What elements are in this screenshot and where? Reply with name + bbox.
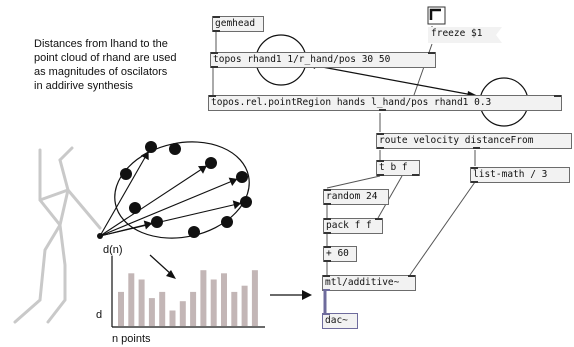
pointregion-object[interactable]: topos.rel.pointRegion hands l_hand/pos r… [208,95,562,111]
gemhead-object[interactable]: gemhead [212,16,264,32]
ray-arrowhead-icon [197,165,207,174]
topos-object-label: topos rhand1 1/r_hand/pos 30 50 [213,54,391,65]
distance-ray [99,146,152,237]
tbf-object-label: t b f [379,162,408,173]
caption-line-4: in addirive synthesis [34,80,134,92]
distance-bar [128,273,135,326]
freeze-message[interactable]: freeze $1 [428,27,502,43]
distance-bar [179,301,186,326]
chart-x-label: n points [112,333,151,345]
cloud-point [129,202,141,214]
dac-object-label: dac~ [325,315,348,326]
distance-bar [159,291,166,326]
distance-bar [221,273,227,326]
arrow-to-chart [149,254,176,279]
listmath-object[interactable]: list-math / 3 [470,167,570,183]
chart-y-label: d [96,309,102,321]
cloud-point [188,226,200,238]
caption: Distances from lhand to the point cloud … [34,37,177,93]
pack-object[interactable]: pack f f [323,218,383,234]
distance-bar [190,291,197,326]
distance-bar [231,291,238,326]
arrow-to-additive [270,290,312,300]
additive-object[interactable]: mtl/additive~ [322,275,416,291]
cloud-point [120,168,132,180]
tbf-object[interactable]: t b f [376,160,420,176]
cord-tbf-pack [377,175,403,219]
gemhead-object-label: gemhead [215,18,256,29]
ray-arrowhead-icon [140,151,149,161]
distance-ray [99,176,243,237]
dn-label: d(n) [103,244,123,256]
ray-arrowhead-icon [228,177,238,187]
distance-bar [138,279,145,326]
distance-bar [251,270,258,326]
route-object-label: route velocity distanceFrom [379,135,534,146]
ray-arrowhead-icon [143,220,153,230]
point-cloud-ellipse [114,141,250,239]
distance-bar [241,285,248,326]
plus-object[interactable]: + 60 [323,246,357,262]
distance-bar [169,310,176,326]
distance-bar [148,298,155,326]
toggle-mark-icon [429,8,441,20]
pack-object-label: pack f f [326,220,372,231]
distance-ray [99,162,212,237]
cord-listmath-additive [409,181,476,276]
distance-bar [210,279,217,326]
random-object-label: random 24 [326,191,378,202]
caption-line-2: point cloud of rhand are used [34,52,177,64]
stick-figure [13,146,102,324]
lhand-point [97,233,103,239]
additive-object-label: mtl/additive~ [325,277,400,288]
cloud-point [169,143,181,155]
random-object[interactable]: random 24 [323,189,389,205]
distance-bar [200,270,207,326]
caption-line-3: as magnitudes of oscilators [34,66,168,78]
plus-object-label: + 60 [326,248,349,259]
distance-bar-chart [118,270,258,326]
caption-line-1: Distances from lhand to the [34,38,168,50]
listmath-object-label: list-math / 3 [473,169,548,180]
route-object[interactable]: route velocity distanceFrom [376,133,572,149]
topos-object[interactable]: topos rhand1 1/r_hand/pos 30 50 [210,52,436,68]
cord-tbf-random [326,175,381,189]
distance-bar [118,291,124,326]
distance-rays [99,146,247,237]
point-cloud [120,141,252,238]
pointregion-object-label: topos.rel.pointRegion hands l_hand/pos r… [211,97,492,108]
freeze-message-label: freeze $1 [431,28,483,39]
dac-object[interactable]: dac~ [322,313,358,329]
ray-arrowhead-icon [232,200,242,210]
cloud-point [221,216,233,228]
